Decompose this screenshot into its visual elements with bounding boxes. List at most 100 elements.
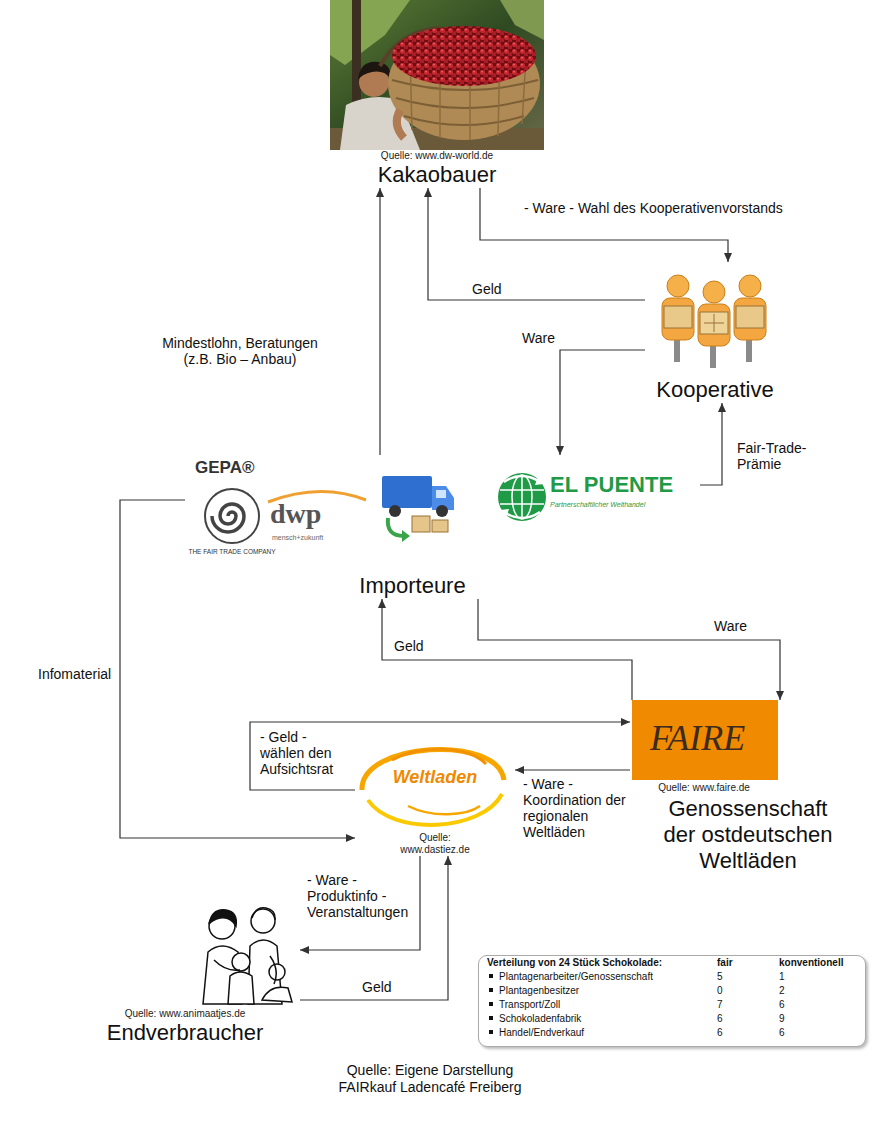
gepa-logo-part (205, 489, 259, 543)
truck-icon-part (436, 490, 446, 498)
table-text: 6 (779, 999, 785, 1010)
truck-icon-part (382, 476, 432, 508)
connector-line (478, 599, 780, 700)
flow-label: Infomaterial (36, 666, 113, 682)
flow-label: Geld (470, 281, 504, 297)
table-cell: 6 (717, 1026, 779, 1040)
arrow-head (718, 403, 726, 412)
flow-label: - Ware - Koordination der regionalen Wel… (521, 776, 630, 840)
bullet-square (489, 1016, 493, 1020)
el-puente-logo-part (500, 509, 509, 518)
connector-line (515, 769, 630, 770)
el-puente-logo (498, 473, 546, 521)
farmer-photo-part (392, 26, 536, 86)
source-note: Quelle: www.faire.de (630, 782, 778, 794)
faire-logo (632, 700, 778, 780)
node-title: Kakaobauer (330, 162, 544, 188)
table-cell: konventionell (779, 956, 857, 970)
bullet-square (489, 974, 493, 978)
farmer-photo (330, 0, 544, 150)
flow-label: - Geld - wählen den Aufsichtsrat (258, 729, 352, 777)
arrow-head (515, 766, 524, 774)
arrow-head (776, 691, 784, 700)
table-text: Transport/Zoll (499, 999, 560, 1010)
logo-text: Weltladen (355, 766, 515, 788)
connector-line (382, 599, 632, 700)
family-drawing-part (209, 910, 236, 926)
table-cell: Verteilung von 24 Stück Schokolade: (487, 956, 717, 970)
farmer-photo-part (397, 110, 404, 138)
cooperative-icon-part (704, 314, 724, 332)
table-text: Plantagenbesitzer (499, 985, 579, 996)
flow-connector (378, 599, 632, 700)
table-text: 9 (779, 1013, 785, 1024)
family-drawing-part (262, 987, 292, 1002)
bullet-square (489, 1002, 493, 1006)
weltladen-logo-part (408, 806, 480, 814)
family-drawing-part (228, 972, 254, 1004)
worldshop-node: WeltladenQuelle: www.dastiez.de (355, 738, 515, 856)
logo-subtext: Partnerschaftlicher Welthandel (550, 500, 645, 509)
bullet-square (489, 988, 493, 992)
logo-subtext: mensch+zukunft (272, 533, 323, 542)
family-drawing-part (214, 956, 276, 984)
arrow-head (300, 946, 309, 954)
truck-icon-part (432, 520, 448, 532)
flow-connector (556, 350, 645, 455)
node-title: Kooperative (645, 377, 785, 403)
table-cell: Plantagenarbeiter/Genossenschaft (487, 970, 717, 984)
table-cell: Handel/Endverkauf (487, 1026, 717, 1040)
el-puente-logo-part (504, 512, 540, 518)
table-text: 5 (717, 971, 723, 982)
flow-connector (376, 188, 384, 455)
family-drawing-part (269, 964, 285, 980)
cooperative-icon-part (698, 304, 730, 346)
connector-line (300, 856, 448, 1000)
farmer-photo-part (392, 80, 538, 125)
table-grid: Verteilung von 24 Stück Schokolade:fairk… (487, 956, 857, 1040)
faire-logo-part (632, 700, 778, 780)
node-title: Genossenschaft der ostdeutschen Weltläde… (658, 796, 838, 874)
flow-label: Geld (392, 638, 426, 654)
cooperative-icon-part (667, 275, 689, 297)
logo-text: GEPA® (195, 458, 254, 478)
flow-label: Fair-Trade-Prämie (735, 440, 819, 472)
cooperative-node: Kooperative (645, 262, 785, 403)
table-text: Handel/Endverkauf (499, 1027, 584, 1038)
table-text: 2 (779, 985, 785, 996)
truck-icon-part (436, 505, 448, 517)
flow-connector (120, 500, 355, 842)
table-text: 6 (717, 1027, 723, 1038)
family-drawing-part (252, 908, 275, 920)
table-cell: 6 (779, 998, 857, 1012)
arrow-head (621, 718, 630, 726)
arrow-head (724, 253, 732, 262)
flow-label: - Ware - Wahl des Kooperativenvorstands (522, 200, 856, 216)
table-cell: 9 (779, 1012, 857, 1026)
arrow-head (556, 446, 564, 455)
connector-line (700, 403, 722, 485)
table-cell: 5 (717, 970, 779, 984)
gepa-logo-part (212, 504, 244, 532)
table-cell: Transport/Zoll (487, 998, 717, 1012)
node-title: Endverbraucher (70, 1020, 300, 1046)
connector-line (300, 856, 420, 950)
flow-label: Mindestlohn, Beratungen (z.B. Bio – Anba… (148, 335, 332, 367)
connector-line (560, 350, 645, 455)
connector-line (120, 500, 355, 838)
arrow-head (346, 834, 355, 842)
table-text: 0 (717, 985, 723, 996)
table-cell: 2 (779, 984, 857, 998)
table-text: Verteilung von 24 Stück Schokolade: (487, 957, 662, 968)
el-puente-logo-part (500, 475, 544, 519)
source-caption: Quelle: Eigene Darstellung FAIRkauf Lade… (325, 1062, 535, 1096)
table-cell: 7 (717, 998, 779, 1012)
connector-line (379, 188, 380, 455)
farmer-node: Quelle: www.dw-world.deKakaobauer (330, 150, 544, 188)
arrow-head (376, 188, 384, 197)
cooperative-icon-part (662, 298, 694, 340)
truck-icon-part (402, 530, 410, 542)
consumer-node: Quelle: www.animaatjes.deEndverbraucher (70, 900, 300, 1046)
table-text: 6 (717, 1013, 723, 1024)
